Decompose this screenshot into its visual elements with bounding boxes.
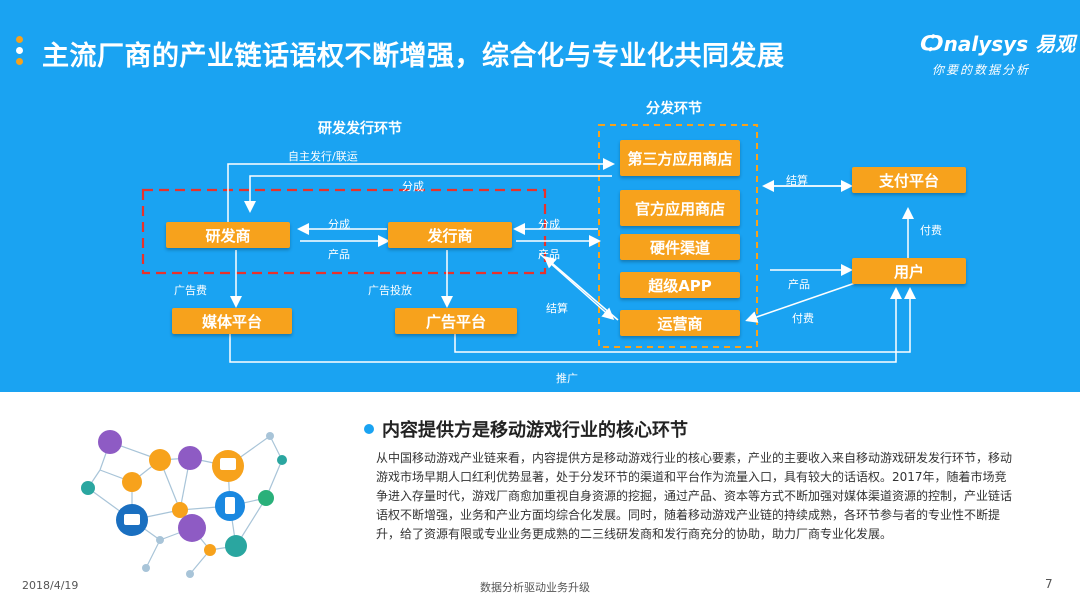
node-payment-platform: 支付平台	[852, 167, 966, 193]
label-product-right: 产品	[538, 248, 560, 261]
label-self-publish: 自主发行/联运	[288, 150, 358, 163]
label-pay-fee-bottom: 付费	[792, 312, 814, 325]
diagram-connectors	[141, 124, 916, 363]
label-settlement-left: 结算	[546, 302, 568, 315]
label-revenue-share-top: 分成	[402, 180, 424, 193]
logo-a-icon: Ѻ	[920, 32, 944, 57]
network-illustration-icon	[81, 430, 287, 578]
label-ad-placement: 广告投放	[368, 284, 412, 297]
node-media-platform: 媒体平台	[172, 308, 292, 334]
section-distribution: 分发环节	[646, 101, 702, 117]
page-title: 主流厂商的产业链话语权不断增强，综合化与专业化共同发展	[42, 41, 785, 72]
label-product-user: 产品	[788, 278, 810, 291]
label-revenue-share-right: 分成	[538, 218, 560, 231]
node-user: 用户	[852, 258, 966, 284]
logo-text: nalysys 易观	[943, 32, 1076, 56]
label-product-mid: 产品	[328, 248, 350, 261]
node-ad-platform: 广告平台	[395, 308, 517, 334]
highlight-frame	[141, 188, 547, 275]
node-operator: 运营商	[620, 310, 740, 336]
section-heading: 内容提供方是移动游戏行业的核心环节	[364, 416, 688, 442]
node-publisher: 发行商	[388, 222, 512, 248]
title-dots-icon	[16, 36, 24, 69]
node-third-party-store: 第三方应用商店	[620, 140, 740, 176]
label-revenue-share-mid: 分成	[328, 218, 350, 231]
label-pay-fee-top: 付费	[920, 224, 942, 237]
logo-tagline: 你要的数据分析	[932, 63, 1031, 77]
node-super-app: 超级APP	[620, 272, 740, 298]
page-number: 7	[1045, 577, 1053, 591]
body-paragraph: 从中国移动游戏产业链来看，内容提供方是移动游戏行业的核心要素，产业的主要收入来自…	[376, 451, 1013, 541]
node-developer: 研发商	[166, 222, 290, 248]
footer-tagline: 数据分析驱动业务升级	[480, 581, 590, 594]
node-hardware-channel: 硬件渠道	[620, 234, 740, 260]
label-settlement-right: 结算	[786, 174, 808, 187]
label-ad-fee: 广告费	[174, 284, 207, 297]
section-rd-publish: 研发发行环节	[318, 121, 402, 137]
bullet-icon	[364, 424, 374, 434]
node-official-store: 官方应用商店	[620, 190, 740, 226]
brand-logo: Ѻnalysys 易观 你要的数据分析	[920, 28, 1075, 78]
footer-date: 2018/4/19	[22, 579, 79, 592]
label-promotion: 推广	[556, 372, 578, 385]
section-heading-text: 内容提供方是移动游戏行业的核心环节	[382, 420, 688, 441]
